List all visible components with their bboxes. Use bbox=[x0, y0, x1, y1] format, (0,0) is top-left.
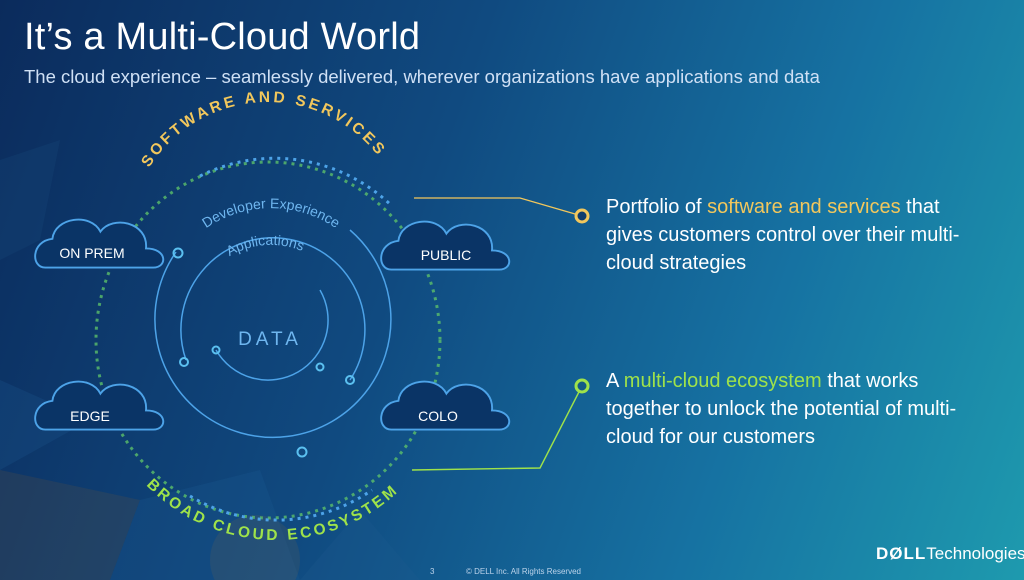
slide-title: It’s a Multi-Cloud World bbox=[24, 16, 421, 58]
callout-software-highlight: software and services bbox=[707, 196, 901, 218]
page-number: 3 bbox=[430, 567, 435, 576]
connector-ecosystem-dot bbox=[574, 378, 590, 394]
connector-ecosystem bbox=[411, 385, 583, 471]
ring-node bbox=[179, 357, 189, 367]
developer-experience-label: Developer Experience bbox=[199, 195, 343, 231]
ring-applications bbox=[180, 237, 366, 381]
bottom-arc-label: BROAD CLOUD ECOSYSTEM bbox=[143, 476, 402, 544]
callout-software-services: Portfolio of software and services that … bbox=[606, 193, 966, 277]
applications-label: Applications bbox=[223, 232, 306, 259]
connector-software-dot bbox=[574, 208, 590, 224]
connector-software bbox=[414, 197, 583, 217]
outer-orbit-highlight-bottom bbox=[189, 488, 373, 522]
cloud-edge-label: EDGE bbox=[70, 408, 110, 424]
cloud-colo-label: COLO bbox=[418, 408, 458, 424]
ring-node bbox=[315, 362, 325, 372]
data-label: DATA bbox=[238, 329, 302, 350]
dell-technologies-logo: DØLLTechnologies bbox=[876, 544, 1024, 564]
ring-developer bbox=[154, 229, 392, 439]
slide-subtitle: The cloud experience – seamlessly delive… bbox=[24, 66, 820, 87]
ring-node bbox=[296, 446, 308, 458]
callout-software-post: that gives customers control over their … bbox=[606, 196, 960, 274]
callout-ecosystem-pre: A bbox=[606, 370, 624, 392]
ring-node bbox=[211, 345, 221, 355]
outer-orbit bbox=[94, 160, 442, 520]
callout-ecosystem-highlight: multi-cloud ecosystem bbox=[623, 370, 822, 392]
logo-brand: DØLL bbox=[876, 544, 927, 563]
ring-data bbox=[215, 289, 329, 381]
cloud-public-label: PUBLIC bbox=[421, 247, 472, 263]
ring-node bbox=[345, 375, 355, 385]
copyright-notice: © DELL Inc. All Rights Reserved bbox=[466, 567, 581, 576]
ring-node bbox=[172, 247, 184, 259]
callout-software-pre: Portfolio of bbox=[606, 196, 708, 218]
cloud-on-prem-label: ON PREM bbox=[59, 245, 124, 261]
callout-ecosystem-post: that works together to unlock the potent… bbox=[606, 370, 957, 448]
callout-cloud-ecosystem: A multi-cloud ecosystem that works toget… bbox=[606, 367, 966, 451]
logo-product: Technologies bbox=[926, 544, 1024, 563]
